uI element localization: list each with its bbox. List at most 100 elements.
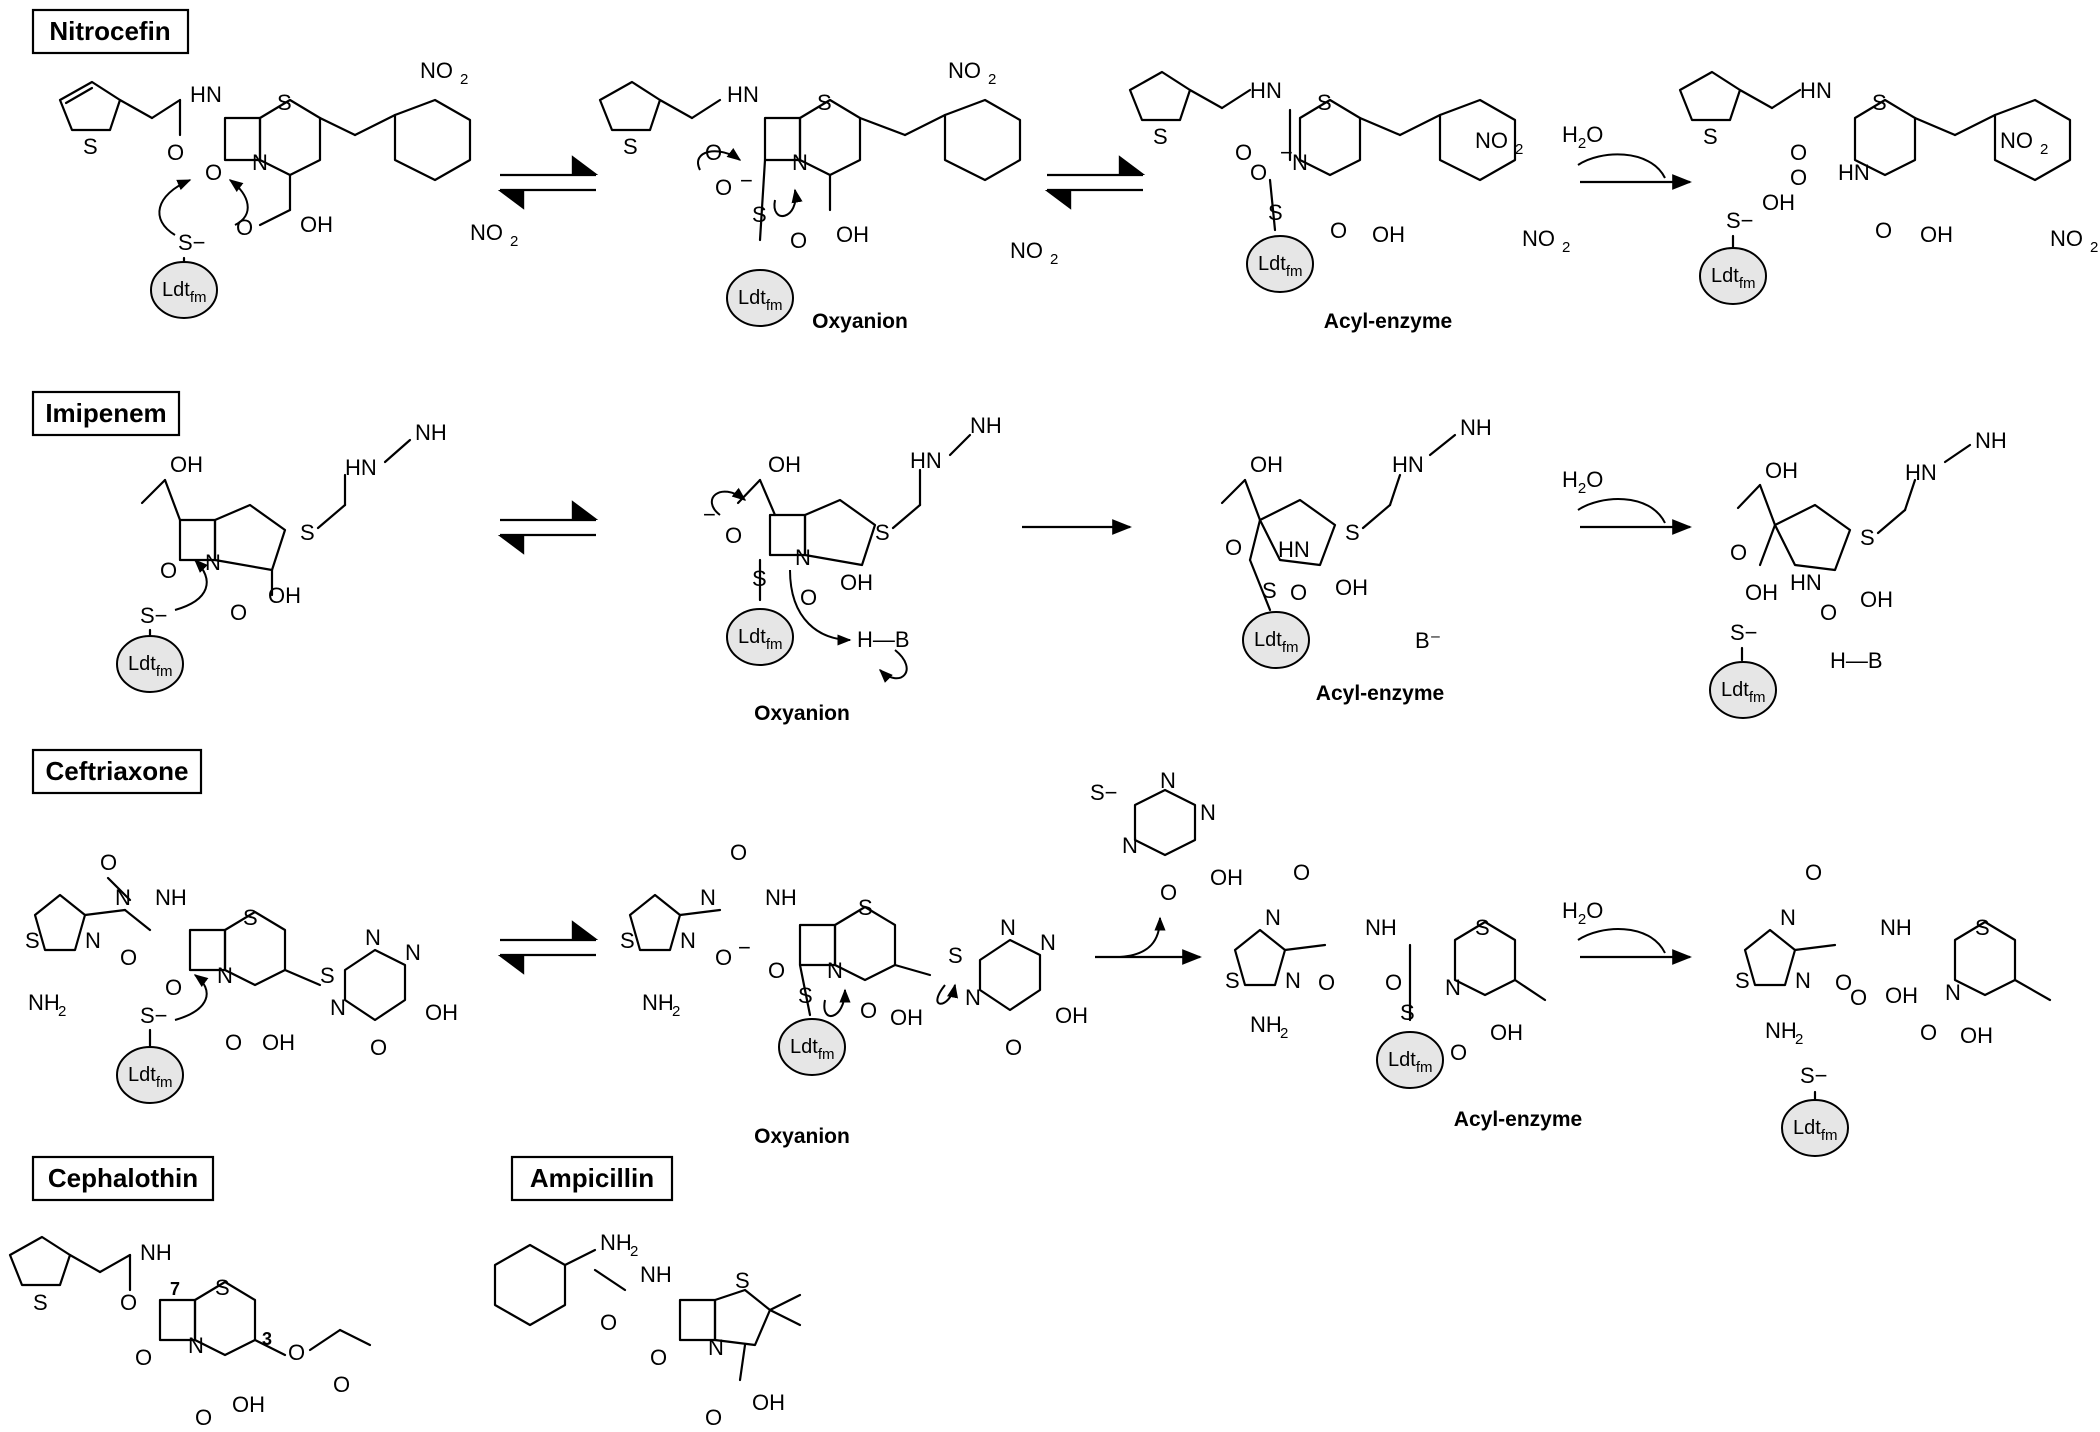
svg-text:Acyl-enzyme: Acyl-enzyme — [1324, 310, 1452, 333]
svg-text:2: 2 — [630, 1243, 638, 1260]
svg-text:Oxyanion: Oxyanion — [754, 1125, 850, 1148]
svg-text:Ldtfm: Ldtfm — [738, 626, 782, 653]
svg-text:S: S — [798, 983, 813, 1008]
svg-text:S: S — [320, 963, 335, 988]
svg-text:S: S — [620, 928, 635, 953]
svg-text:S: S — [735, 1268, 750, 1293]
svg-text:O: O — [1450, 1040, 1467, 1065]
svg-text:N: N — [217, 963, 233, 988]
svg-text:O: O — [1850, 985, 1867, 1010]
svg-text:Imipenem: Imipenem — [45, 398, 166, 428]
svg-text:N: N — [115, 885, 131, 910]
svg-text:NH: NH — [1460, 415, 1492, 440]
svg-text:O: O — [1875, 218, 1892, 243]
svg-text:S−: S− — [140, 603, 168, 628]
svg-text:N: N — [1445, 975, 1461, 1000]
svg-text:2: 2 — [1795, 1031, 1803, 1048]
svg-text:O: O — [650, 1345, 667, 1370]
svg-text:O: O — [1160, 880, 1177, 905]
svg-text:Ampicillin: Ampicillin — [530, 1163, 654, 1193]
svg-text:H—B: H—B — [857, 627, 910, 652]
svg-text:OH: OH — [1765, 458, 1798, 483]
svg-text:N: N — [205, 550, 221, 575]
svg-text:2: 2 — [1280, 1025, 1288, 1042]
svg-text:OH: OH — [836, 222, 869, 247]
svg-text:N: N — [365, 925, 381, 950]
svg-text:S: S — [25, 928, 40, 953]
svg-text:NH: NH — [1365, 915, 1397, 940]
svg-text:N: N — [1285, 968, 1301, 993]
svg-text:OH: OH — [1250, 452, 1283, 477]
structure-imipenem-product: OH O OH HN S HN NH O OH S− H—B — [1730, 428, 2007, 673]
svg-text:OH: OH — [170, 452, 203, 477]
svg-text:2: 2 — [2040, 141, 2048, 158]
svg-text:2: 2 — [58, 1003, 66, 1020]
svg-text:Ldtfm: Ldtfm — [1711, 265, 1755, 292]
enzyme-ldtfm: Ldtfm — [726, 269, 794, 327]
svg-text:NH: NH — [1765, 1018, 1797, 1043]
svg-text:H: H — [1250, 78, 1266, 103]
svg-text:N: N — [1200, 800, 1216, 825]
svg-text:Ceftriaxone: Ceftriaxone — [45, 756, 188, 786]
svg-text:B⁻: B⁻ — [1415, 628, 1441, 653]
enzyme-ldtfm: Ldtfm — [778, 1018, 846, 1076]
svg-text:2: 2 — [988, 71, 996, 88]
svg-text:NH: NH — [600, 1230, 632, 1255]
enzyme-ldtfm: Ldtfm — [1246, 235, 1314, 293]
enzyme-ldtfm: Ldtfm — [1709, 661, 1777, 719]
svg-text:Ldtfm: Ldtfm — [790, 1036, 834, 1063]
svg-text:S: S — [300, 520, 315, 545]
svg-text:O: O — [800, 585, 817, 610]
svg-text:OH: OH — [1960, 1023, 1993, 1048]
svg-text:S−: S− — [1726, 208, 1754, 233]
svg-text:2: 2 — [1050, 251, 1058, 268]
svg-text:N: N — [405, 940, 421, 965]
svg-text:OH: OH — [1762, 190, 1795, 215]
svg-text:OH: OH — [262, 1030, 295, 1055]
svg-text:O: O — [100, 850, 117, 875]
svg-text:S−: S− — [1090, 780, 1118, 805]
svg-text:S: S — [623, 134, 638, 159]
svg-text:O: O — [195, 1405, 212, 1430]
svg-text:Ldtfm: Ldtfm — [1254, 629, 1298, 656]
svg-text:O: O — [1385, 970, 1402, 995]
svg-text:O: O — [705, 1405, 722, 1430]
svg-text:O: O — [1835, 970, 1852, 995]
svg-text:O: O — [768, 958, 785, 983]
enzyme-ldtfm: Ldtfm — [1781, 1099, 1849, 1157]
svg-text:HN: HN — [1790, 570, 1822, 595]
svg-text:NO: NO — [470, 220, 503, 245]
svg-text:HN: HN — [345, 455, 377, 480]
svg-text:S−: S− — [178, 230, 206, 255]
svg-text:N: N — [1122, 833, 1138, 858]
svg-text:OH: OH — [300, 212, 333, 237]
svg-text:O: O — [1820, 600, 1837, 625]
svg-text:HN: HN — [910, 448, 942, 473]
svg-text:O: O — [288, 1340, 305, 1365]
svg-text:Ldtfm: Ldtfm — [1793, 1117, 1837, 1144]
svg-text:2: 2 — [1515, 141, 1523, 158]
svg-text:S: S — [33, 1290, 48, 1315]
svg-text:S: S — [1735, 968, 1750, 993]
svg-text:S: S — [1345, 520, 1360, 545]
svg-text:O: O — [1235, 140, 1252, 165]
svg-text:3: 3 — [262, 1329, 272, 1349]
svg-text:Ldtfm: Ldtfm — [1258, 253, 1302, 280]
svg-text:NH: NH — [642, 990, 674, 1015]
svg-text:S: S — [1400, 1000, 1415, 1025]
svg-text:O: O — [1225, 535, 1242, 560]
svg-text:S−: S− — [1730, 620, 1758, 645]
section-title-cephalothin: Cephalothin — [31, 1155, 215, 1202]
svg-text:Ldtfm: Ldtfm — [1388, 1049, 1432, 1076]
svg-text:N: N — [792, 150, 808, 175]
svg-text:O: O — [1293, 860, 1310, 885]
svg-text:NH: NH — [1880, 915, 1912, 940]
svg-text:Ldtfm: Ldtfm — [128, 1064, 172, 1091]
structure-ceftriaxone-oxyanion: O N S N NH2 O − NH S N O S O OH S N N N … — [620, 840, 1088, 1060]
section-title-ampicillin: Ampicillin — [510, 1155, 674, 1202]
svg-text:OH: OH — [232, 1392, 265, 1417]
